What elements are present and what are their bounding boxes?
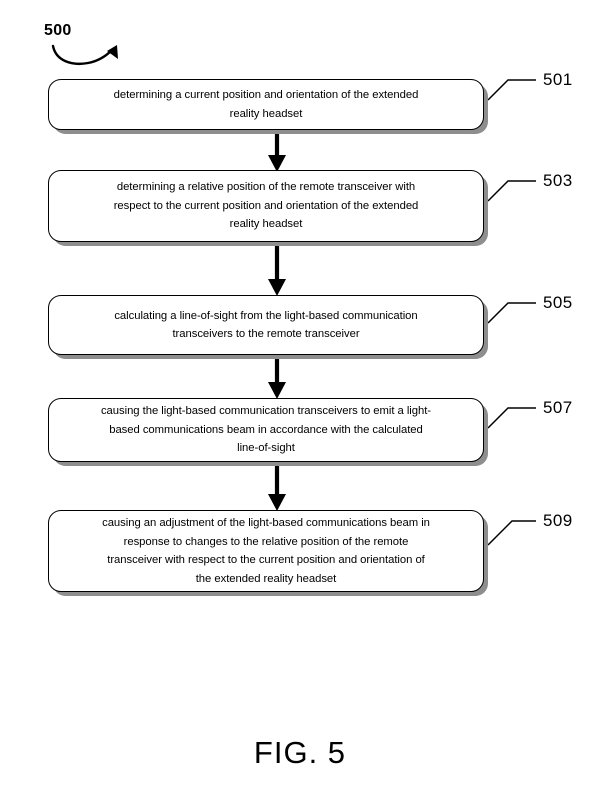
flow-step-text-505: calculating a line-of-sight from the lig… — [114, 309, 418, 341]
leader-line-505 — [487, 302, 536, 324]
connector-503-505 — [268, 242, 286, 296]
flow-step-text-509: causing an adjustment of the light-based… — [102, 517, 430, 585]
flow-step-box-505[interactable]: calculating a line-of-sight from the lig… — [48, 295, 484, 355]
reference-numeral-507: 507 — [543, 398, 573, 417]
flow-step-text-501: determining a current position and orien… — [113, 89, 419, 120]
flow-step-box-507[interactable]: causing the light-based communication tr… — [48, 398, 484, 462]
connector-505-507 — [268, 355, 286, 399]
flow-step-text-503: determining a relative position of the r… — [113, 181, 419, 231]
reference-numeral-505: 505 — [543, 293, 573, 312]
reference-numeral-503: 503 — [543, 171, 573, 190]
flow-step-box-501[interactable]: determining a current position and orien… — [48, 79, 484, 130]
connector-507-509 — [268, 462, 286, 511]
leader-line-507 — [487, 407, 536, 429]
flow-step-box-509[interactable]: causing an adjustment of the light-based… — [48, 510, 484, 592]
reference-numeral-509: 509 — [543, 511, 573, 530]
flow-step-box-503[interactable]: determining a relative position of the r… — [48, 170, 484, 242]
connector-501-503 — [268, 130, 286, 172]
flow-step-text-507: causing the light-based communication tr… — [100, 405, 432, 455]
flow-label-500: 500 — [44, 22, 72, 39]
reference-numeral-501: 501 — [543, 70, 573, 89]
leader-line-509 — [487, 520, 536, 546]
leader-line-503 — [487, 180, 536, 202]
figure-caption: FIG. 5 — [253, 735, 347, 770]
flow-label-pointer-arrow — [51, 44, 118, 65]
leader-line-501 — [487, 79, 536, 101]
